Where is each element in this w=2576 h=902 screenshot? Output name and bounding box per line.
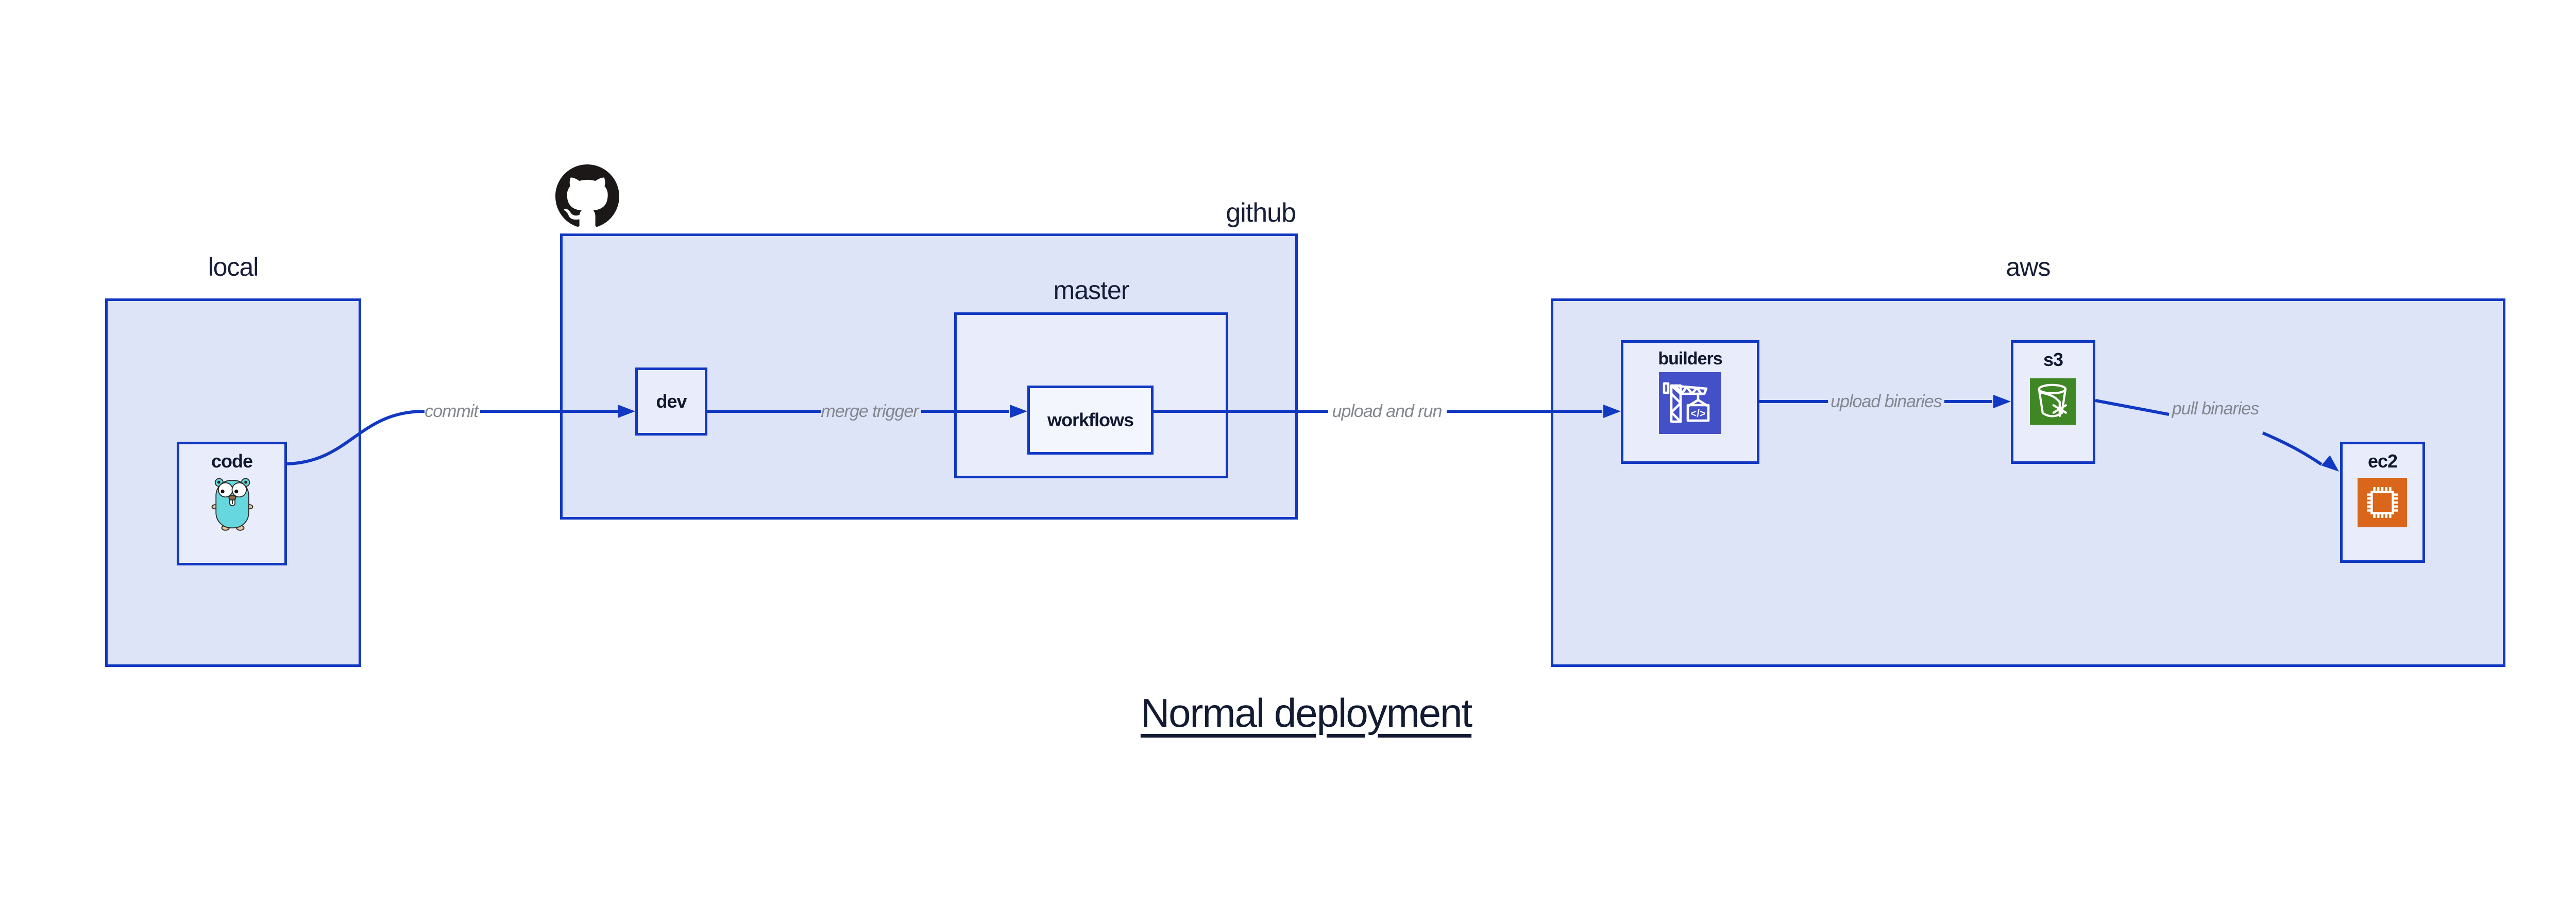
codebuild-code-glyph: </> — [1691, 408, 1706, 420]
github-octocat-svg — [555, 164, 619, 227]
master-container-label: master — [1053, 276, 1130, 305]
edge-upload-and-run-label: upload and run — [1332, 401, 1443, 421]
go-gopher-icon — [211, 473, 253, 531]
node-dev-label: dev — [656, 391, 687, 412]
node-builders-label: builders — [1658, 349, 1722, 369]
node-workflows: workflows — [1027, 386, 1154, 455]
go-gopher-svg — [211, 478, 253, 531]
aws-codebuild-icon: </> — [1659, 372, 1721, 434]
aws-container-label: aws — [2006, 253, 2051, 281]
aws-codebuild-svg: </> — [1663, 382, 1710, 424]
edge-commit-label: commit — [425, 401, 479, 421]
node-workflows-label: workflows — [1047, 409, 1134, 430]
node-ec2-label: ec2 — [2367, 450, 2398, 472]
aws-s3-glacier-bucket-icon — [2030, 378, 2076, 425]
node-s3-label: s3 — [2043, 349, 2063, 370]
local-container-label: local — [208, 253, 259, 281]
edge-merge-trigger-label: merge trigger — [821, 401, 919, 421]
diagram-title: Normal deployment — [1140, 690, 1472, 736]
edge-upload-binaries-label: upload binaries — [1831, 391, 1942, 411]
aws-ec2-chip-icon — [2358, 478, 2407, 527]
aws-s3-svg — [2038, 383, 2067, 417]
node-code-label: code — [211, 450, 253, 472]
node-dev: dev — [635, 368, 707, 436]
github-octocat-icon — [555, 164, 619, 231]
aws-ec2-svg — [2367, 487, 2398, 518]
github-container-label: github — [1226, 198, 1296, 228]
edge-pull-binaries-label: pull binaries — [2172, 398, 2259, 419]
